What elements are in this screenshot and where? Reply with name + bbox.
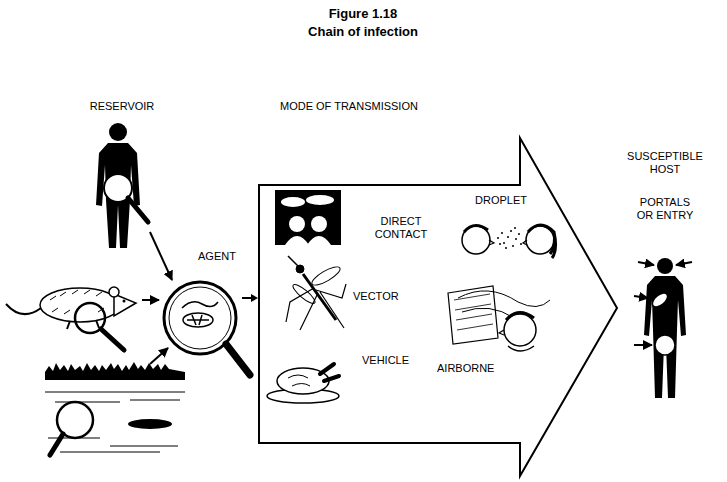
reservoir-rat <box>6 287 136 350</box>
arrow-head <box>251 294 258 302</box>
mode-label: DROPLET <box>475 194 527 207</box>
reservoir-human <box>96 123 148 248</box>
agent-node: AGENT <box>160 250 242 380</box>
figure-subtitle: Chain of infection <box>213 24 513 40</box>
section-label: RESERVOIR <box>72 100 172 113</box>
agent-node-shape <box>160 250 242 380</box>
section-label: SUSCEPTIBLE HOST <box>623 150 707 176</box>
susceptible-host <box>644 258 686 398</box>
component-label: AGENT <box>198 250 236 263</box>
mode-label: VECTOR <box>353 290 399 303</box>
figure-title: Figure 1.18 <box>213 6 513 22</box>
reservoir-environment <box>45 362 185 455</box>
reservoir-arrows <box>142 232 172 364</box>
portal-arrows <box>634 262 692 345</box>
flow-arrow <box>242 294 258 302</box>
transmission-arrow: MODE OF TRANSMISSION DIRECT CONTACT VECTOR… <box>258 98 620 478</box>
mode-label: AIRBORNE <box>437 362 494 375</box>
section-label: MODE OF TRANSMISSION <box>280 100 418 113</box>
annotation-label: PORTALS OR ENTRY <box>633 196 697 222</box>
transmission-arrow-shape <box>258 98 620 478</box>
mode-label: VEHICLE <box>362 354 409 367</box>
mode-label: DIRECT CONTACT <box>368 215 434 241</box>
